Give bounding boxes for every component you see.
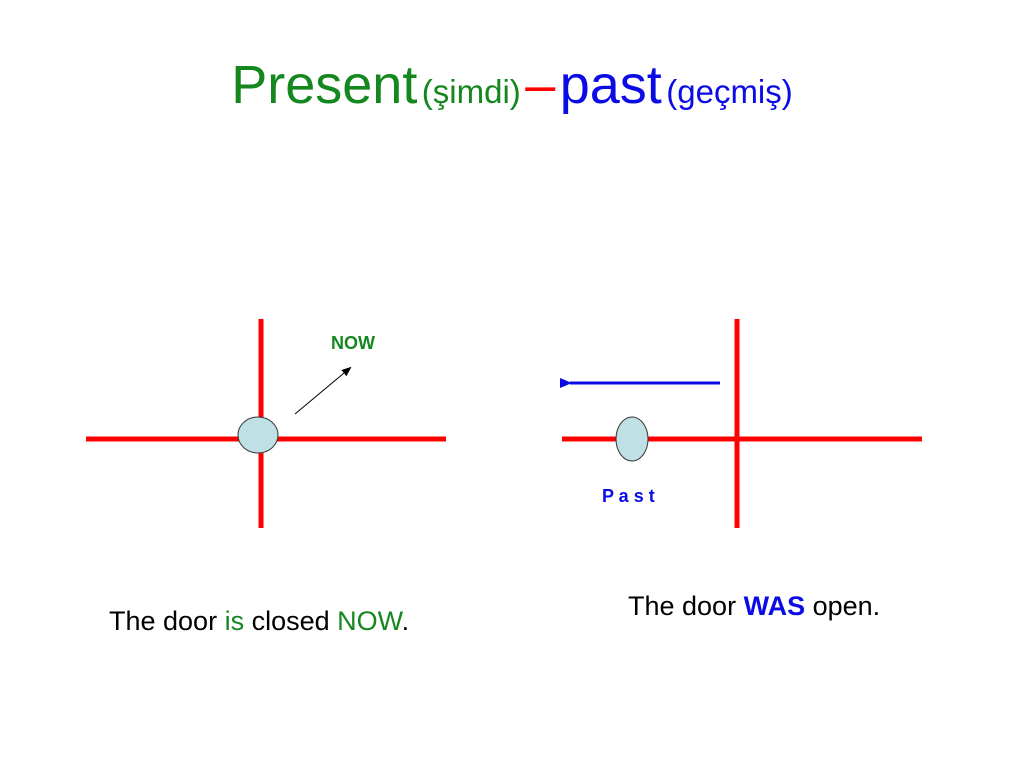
title-present-translation: (şimdi) bbox=[421, 73, 521, 110]
present-sentence-verb: is bbox=[224, 606, 245, 636]
present-sentence-part2: closed bbox=[244, 606, 338, 636]
present-sentence-end: . bbox=[401, 606, 410, 636]
present-sentence-part1: The door bbox=[109, 606, 225, 636]
past-sentence-part1: The door bbox=[628, 591, 744, 621]
past-diagram: P a s t bbox=[560, 319, 922, 528]
slide-title: Present (şimdi) – past (geçmiş) bbox=[0, 58, 1024, 112]
now-pointer-arrow bbox=[294, 366, 352, 415]
title-present: Present bbox=[231, 55, 418, 115]
past-moment-circle bbox=[615, 416, 649, 462]
title-past: past bbox=[559, 55, 662, 115]
title-dash: – bbox=[525, 55, 556, 115]
present-moment-circle bbox=[237, 416, 279, 454]
past-sentence-part2: open. bbox=[805, 591, 881, 621]
past-sentence-verb: WAS bbox=[743, 591, 806, 621]
present-sentence: The door is closed NOW. bbox=[109, 608, 409, 635]
now-label: NOW bbox=[331, 333, 375, 353]
present-diagram: NOW bbox=[86, 319, 446, 528]
past-label: P a s t bbox=[602, 486, 655, 506]
past-sentence: The door WAS open. bbox=[628, 593, 880, 620]
present-sentence-time: NOW bbox=[337, 606, 402, 636]
title-past-translation: (geçmiş) bbox=[666, 73, 793, 110]
